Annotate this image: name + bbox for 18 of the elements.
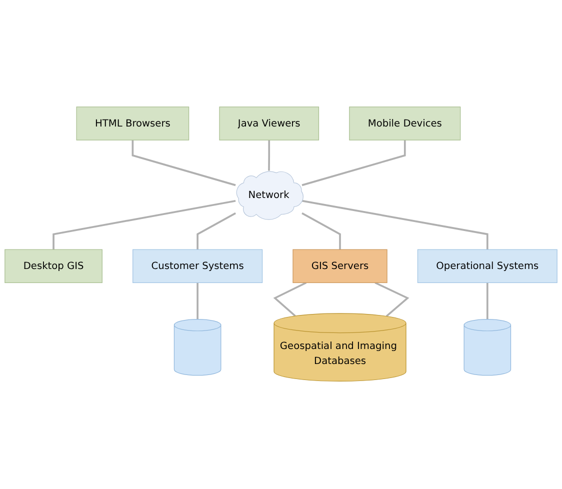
- connector: [196, 212, 236, 250]
- node-box: HTML Browsers: [76, 107, 190, 141]
- connector: [132, 140, 236, 187]
- connector: [302, 212, 341, 250]
- connector: [302, 140, 406, 187]
- connector: [486, 283, 488, 320]
- node-cylinder: [464, 319, 512, 376]
- node-box: GIS Servers: [292, 250, 388, 284]
- connector: [302, 200, 488, 250]
- connector: [196, 283, 198, 320]
- connector: [268, 140, 270, 172]
- node-box: Desktop GIS: [4, 250, 102, 284]
- connector: [52, 200, 236, 250]
- node-box: Mobile Devices: [349, 107, 461, 141]
- node-box: Java Viewers: [219, 107, 320, 141]
- node-cylinder: [174, 319, 222, 376]
- node-box: Customer Systems: [132, 250, 263, 284]
- node-box: Operational Systems: [417, 250, 558, 284]
